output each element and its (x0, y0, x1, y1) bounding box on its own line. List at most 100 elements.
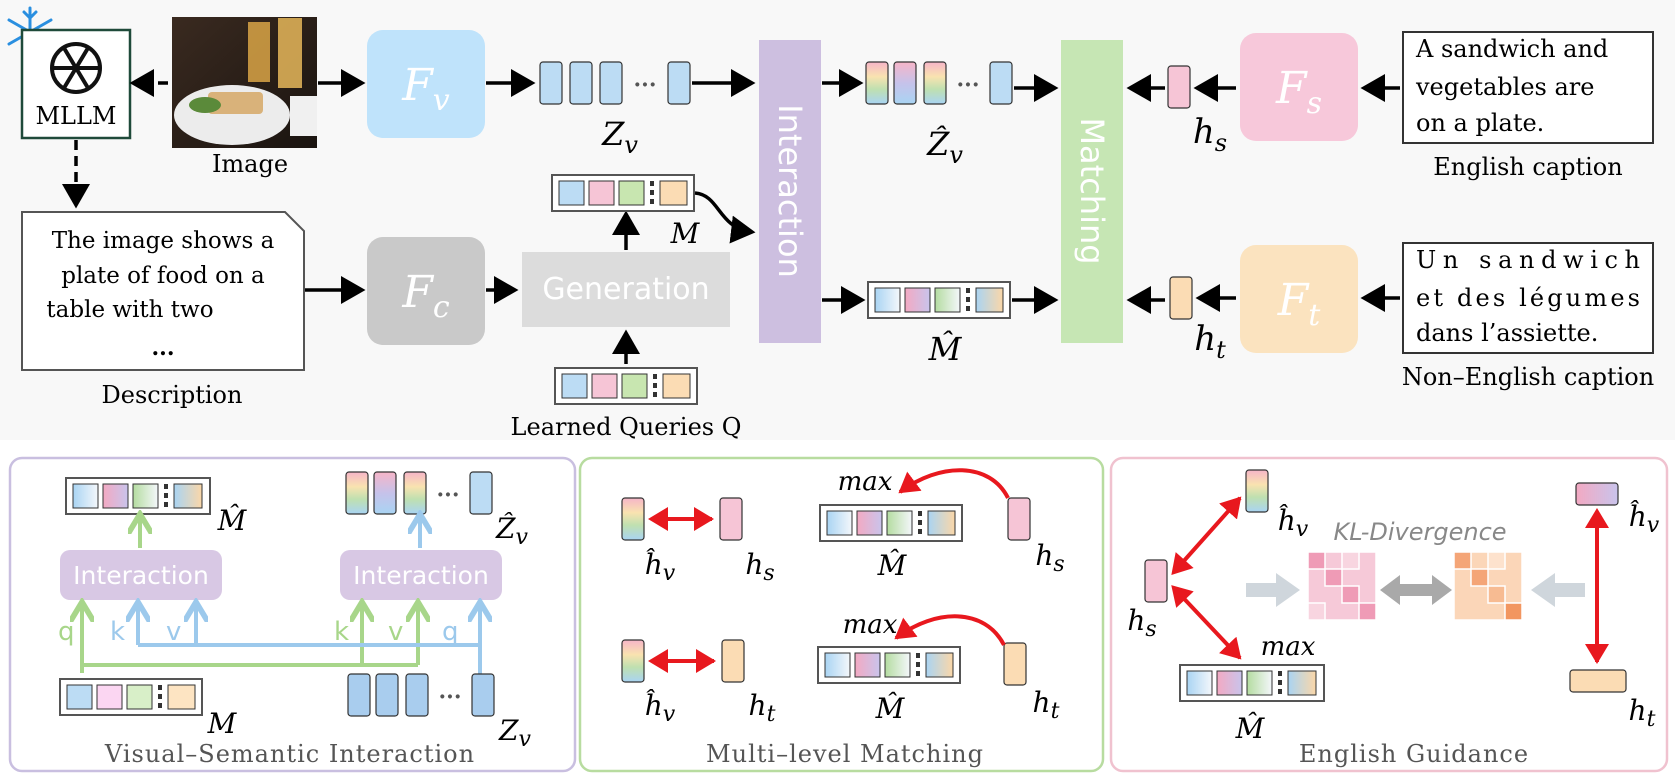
eg-hv1-label: ĥv (1278, 504, 1309, 542)
vsi-k2: k (334, 617, 349, 647)
zv-hat-label: Ẑv (926, 125, 963, 169)
eg-left-gray-arrow (1246, 573, 1300, 607)
eg-heatmap-orange (1453, 551, 1523, 621)
ht-token (1169, 276, 1193, 320)
vsi-q2: q (442, 617, 459, 647)
openai-logo-icon (50, 42, 102, 94)
fs-block (1240, 33, 1358, 141)
eg-max: max (1261, 632, 1316, 662)
interaction-block (759, 40, 821, 343)
eg-ht-label: ht (1629, 694, 1656, 732)
vsi-green-lines (82, 606, 418, 673)
eg-hs-token (1144, 559, 1168, 603)
vsi-v2: v (388, 617, 403, 647)
vsi-mhat-label: M̂ (217, 504, 248, 537)
mlm-hs2-to-mhat-arrow (898, 468, 1010, 499)
matching-label: Matching (1073, 117, 1111, 264)
vsi-interaction-2 (340, 550, 502, 600)
vsi-blue-lines (138, 606, 480, 678)
mlm-panel (578, 456, 1105, 773)
vsi-k1: k (110, 617, 125, 647)
mlm-ht2-label: ht (1033, 686, 1060, 724)
eg-hs-mhat-arrow (1171, 585, 1242, 660)
mlm-hv1-token (621, 497, 645, 541)
learned-queries-label: Learned Queries Q (511, 413, 742, 441)
eg-mhat-token-group (1179, 664, 1325, 702)
eg-title: English Guidance (1299, 740, 1529, 768)
vsi-v1: v (166, 617, 181, 647)
mlm-max-2: max (843, 610, 898, 640)
matching-block (1061, 40, 1123, 343)
non-english-caption-line-3: dans l’assiette. (1416, 319, 1598, 347)
eg-heatmap-pink (1307, 551, 1377, 621)
eg-hs-label: hs (1127, 604, 1156, 642)
mlm-ht-label: ht (749, 689, 776, 727)
learned-queries-group (554, 367, 698, 405)
ht-label: ht (1194, 319, 1226, 364)
english-caption-line-1: A sandwich and (1415, 35, 1608, 63)
mlm-mhat1-label: M̂ (877, 549, 908, 582)
vsi-zv-label: Zv (498, 714, 531, 752)
vsi-m-label: M (207, 707, 238, 740)
zv-hat-tokens (865, 61, 1013, 105)
description-box (21, 211, 305, 371)
description-line-3: table with two (46, 297, 213, 323)
mlm-hv2-token (621, 639, 645, 683)
vsi-title: Visual–Semantic Interaction (104, 740, 475, 768)
fc-label: Fc (401, 267, 450, 325)
image-label: Image (212, 150, 288, 178)
m-to-interaction-arrow (694, 191, 756, 244)
vsi-m-token-group (59, 678, 203, 716)
eg-kl-label: KL-Divergence (1333, 518, 1506, 546)
vsi-zv-ellipsis: ··· (439, 684, 462, 710)
description-label: Description (102, 381, 243, 409)
english-caption-box (1402, 31, 1654, 144)
generation-block (522, 252, 730, 327)
eg-hv1-token (1245, 469, 1269, 513)
eg-hs-hv-arrow (1171, 496, 1242, 575)
mlm-ht-token (721, 639, 745, 683)
english-caption-label: English caption (1433, 153, 1622, 181)
zv-hat-ellipsis: ··· (957, 72, 980, 98)
generation-label: Generation (542, 272, 709, 307)
mllm-box (20, 28, 132, 140)
eg-mhat-label: M̂ (1235, 712, 1266, 745)
hs-label: hs (1193, 112, 1227, 157)
mlm-ht2-to-mhat-arrow (894, 614, 1006, 646)
eg-double-gray-arrow (1380, 575, 1452, 605)
vsi-zvhat-tokens (345, 471, 493, 515)
mlm-mhat2-label: M̂ (875, 692, 906, 725)
m-hat-label: M̂ (928, 330, 963, 368)
interaction-label: Interaction (771, 104, 809, 278)
mlm-mhat2-token-group (817, 646, 961, 684)
zv-tokens (539, 61, 691, 105)
vsi-interaction-2-label: Interaction (353, 561, 489, 590)
eg-ht-token (1569, 669, 1627, 693)
vsi-interaction-1 (60, 550, 222, 600)
vsi-zvhat-label: Ẑv (495, 512, 528, 550)
fs-label: Fs (1275, 63, 1322, 121)
fv-label: Fv (401, 60, 450, 118)
non-english-caption-label: Non–English caption (1402, 363, 1654, 391)
food-photo-image (172, 17, 317, 148)
zv-label: Zv (601, 115, 638, 159)
mlm-hs-label: hs (745, 548, 774, 586)
fv-block (367, 30, 485, 138)
hs-token (1167, 65, 1191, 109)
description-line-4: ... (152, 335, 175, 361)
vsi-q1: q (58, 617, 75, 647)
mlm-title: Multi–level Matching (706, 740, 984, 768)
eg-right-gray-arrow (1531, 573, 1585, 607)
mlm-max-1: max (838, 467, 893, 497)
non-english-caption-box (1402, 242, 1654, 354)
vsi-interaction-1-label: Interaction (73, 561, 209, 590)
mlm-hs-token (719, 497, 743, 541)
mllm-label: MLLM (35, 102, 116, 130)
m-hat-token-group (867, 281, 1011, 319)
mlm-hs2-label: hs (1035, 539, 1064, 577)
vsi-zvhat-ellipsis: ··· (437, 482, 460, 508)
mlm-mhat1-token-group (819, 504, 963, 542)
description-line-1: The image shows a (52, 228, 275, 254)
eg-hv2-token (1575, 482, 1619, 506)
